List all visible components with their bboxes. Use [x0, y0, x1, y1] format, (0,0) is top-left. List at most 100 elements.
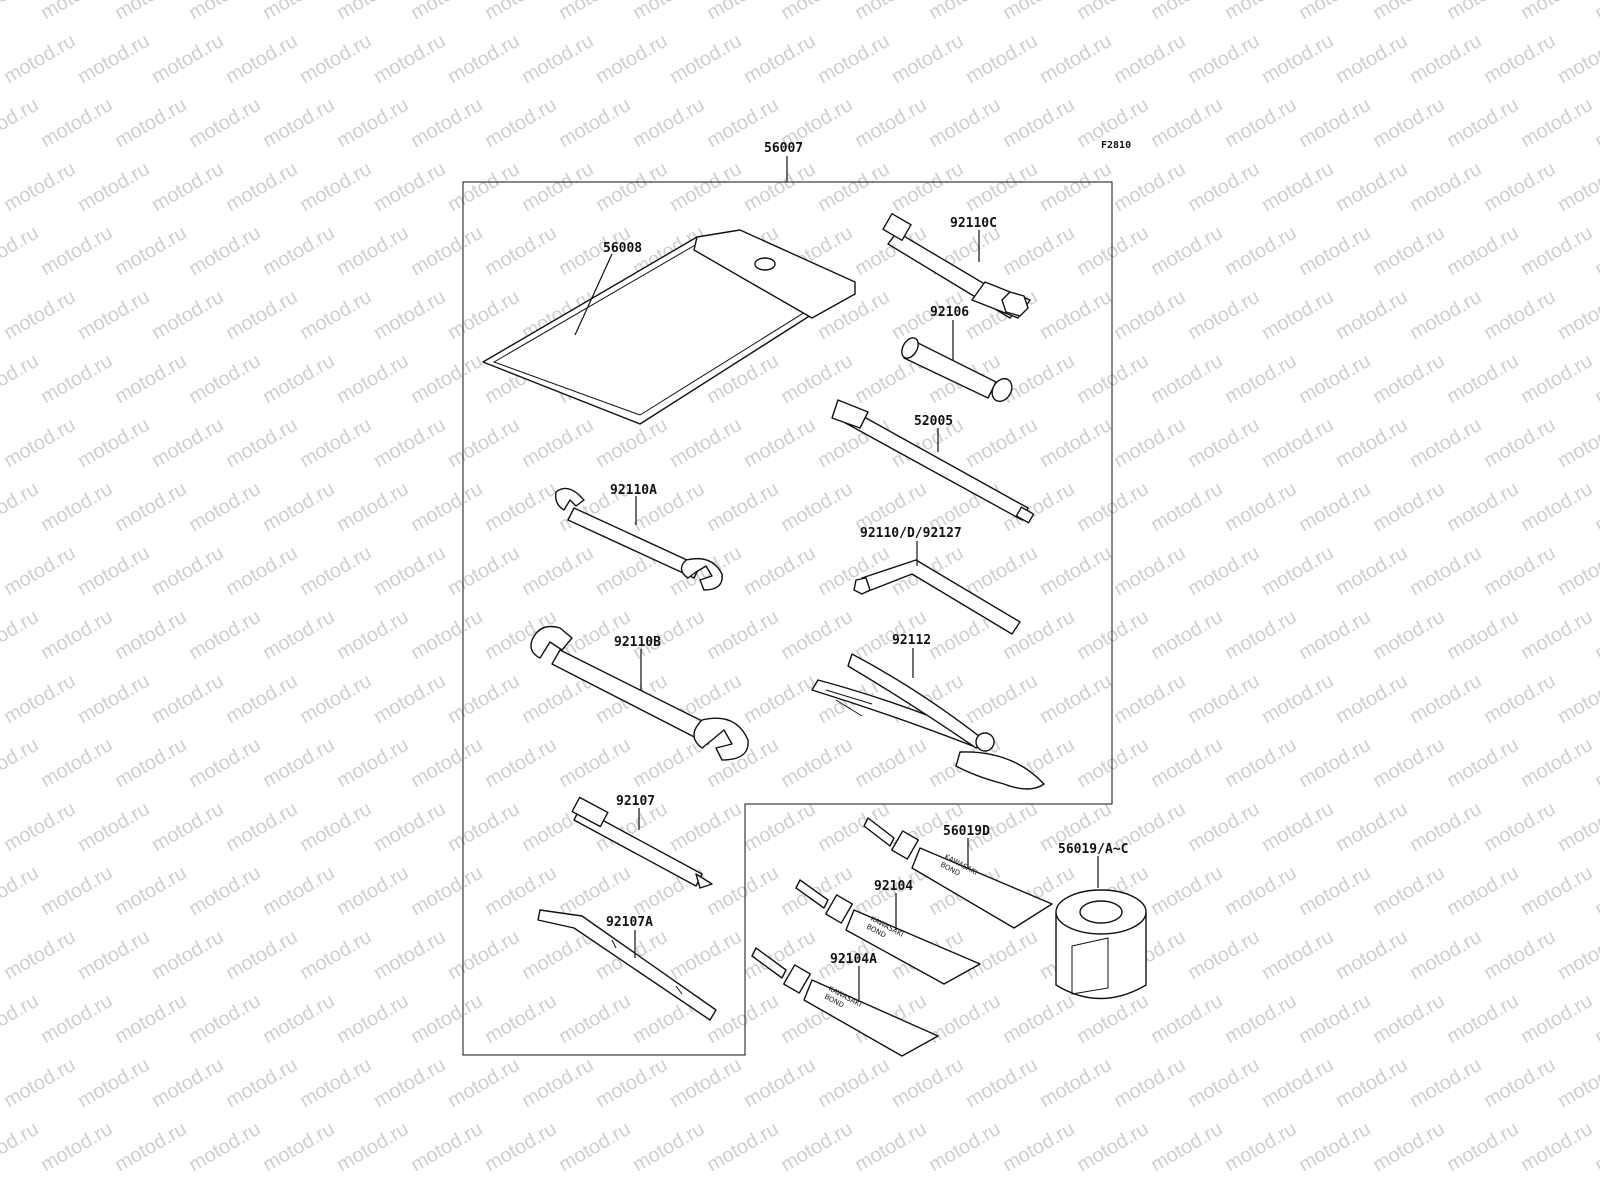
- watermark-text: motod.ru: [259, 350, 338, 409]
- watermark-text: motod.ru: [1369, 1118, 1448, 1177]
- watermark-text: motod.ru: [185, 734, 264, 793]
- watermark-text: motod.ru: [407, 1118, 486, 1177]
- watermark-text: motod.ru: [925, 990, 1004, 1049]
- watermark-text: motod.ru: [999, 222, 1078, 281]
- watermark-text: motod.ru: [37, 606, 116, 665]
- watermark-text: motod.ru: [1147, 1118, 1226, 1177]
- watermark-text: motod.ru: [407, 94, 486, 153]
- watermark-text: motod.ru: [888, 1054, 967, 1113]
- watermark-text: motod.ru: [185, 222, 264, 281]
- watermark-text: motod.ru: [1591, 0, 1600, 24]
- watermark-text: motod.ru: [777, 350, 856, 409]
- watermark-text: motod.ru: [1184, 542, 1263, 601]
- open-end-wrench-icon[interactable]: [554, 487, 723, 591]
- watermark-text: motod.ru: [999, 0, 1078, 24]
- watermark-text: motod.ru: [1147, 478, 1226, 537]
- watermark-text: motod.ru: [1295, 350, 1374, 409]
- pliers-icon[interactable]: [811, 653, 1045, 790]
- watermark-text: motod.ru: [1295, 734, 1374, 793]
- watermark-text: motod.ru: [1147, 606, 1226, 665]
- watermark-text: motod.ru: [222, 926, 301, 985]
- watermark-text: motod.ru: [0, 158, 79, 217]
- watermark-text: motod.ru: [185, 862, 264, 921]
- watermark-text: motod.ru: [1517, 0, 1596, 24]
- socket-adapter-icon[interactable]: [898, 335, 1015, 405]
- watermark-text: motod.ru: [1221, 222, 1300, 281]
- watermark-text: motod.ru: [444, 414, 523, 473]
- watermark-text: motod.ru: [185, 478, 264, 537]
- watermark-text: motod.ru: [1369, 990, 1448, 1049]
- watermark-text: motod.ru: [1480, 158, 1559, 217]
- watermark-text: motod.ru: [1517, 734, 1596, 793]
- tool-pouch-icon[interactable]: [482, 229, 856, 425]
- watermark-text: motod.ru: [703, 478, 782, 537]
- watermark-text: motod.ru: [1554, 798, 1600, 857]
- watermark-text: motod.ru: [1147, 350, 1226, 409]
- watermark-text: motod.ru: [666, 414, 745, 473]
- watermark-text: motod.ru: [1073, 222, 1152, 281]
- watermark-text: motod.ru: [1406, 1054, 1485, 1113]
- watermark-text: motod.ru: [111, 94, 190, 153]
- watermark-text: motod.ru: [1406, 798, 1485, 857]
- watermark-text: motod.ru: [296, 798, 375, 857]
- watermark-text: motod.ru: [0, 1054, 79, 1113]
- watermark-text: motod.ru: [555, 862, 634, 921]
- watermark-text: motod.ru: [592, 1054, 671, 1113]
- watermark-text: motod.ru: [999, 990, 1078, 1049]
- watermark-text: motod.ru: [1406, 286, 1485, 345]
- bond-tube-icon-56019d[interactable]: KAWASAKI BOND: [863, 817, 1053, 929]
- watermark-text: motod.ru: [407, 734, 486, 793]
- watermark-text: motod.ru: [1073, 990, 1152, 1049]
- extension-bar-icon[interactable]: [831, 399, 1035, 524]
- watermark-text: motod.ru: [1443, 606, 1522, 665]
- watermark-text: motod.ru: [962, 414, 1041, 473]
- watermark-text: motod.ru: [592, 30, 671, 89]
- watermark-text: motod.ru: [1221, 350, 1300, 409]
- watermark-text: motod.ru: [111, 222, 190, 281]
- watermark-text: motod.ru: [1184, 926, 1263, 985]
- spark-plug-wrench-icon[interactable]: [882, 213, 1031, 319]
- watermark-text: motod.ru: [481, 222, 560, 281]
- watermark-text: motod.ru: [1073, 0, 1152, 24]
- watermark-text: motod.ru: [185, 0, 264, 24]
- watermark-text: motod.ru: [1184, 414, 1263, 473]
- watermark-text: motod.ru: [1480, 542, 1559, 601]
- screwdriver-icon[interactable]: [537, 909, 717, 1021]
- watermark-text: motod.ru: [1221, 0, 1300, 24]
- watermark-text: motod.ru: [1443, 222, 1522, 281]
- watermark-text: motod.ru: [222, 1054, 301, 1113]
- watermark-text: motod.ru: [1036, 1054, 1115, 1113]
- hex-key-icon[interactable]: [853, 559, 1021, 635]
- watermark-text: motod.ru: [888, 158, 967, 217]
- watermark-text: motod.ru: [888, 30, 967, 89]
- watermark-text: motod.ru: [1332, 158, 1411, 217]
- watermark-text: motod.ru: [444, 542, 523, 601]
- watermark-text: motod.ru: [1554, 158, 1600, 217]
- watermark-text: motod.ru: [1480, 926, 1559, 985]
- watermark-text: motod.ru: [444, 798, 523, 857]
- watermark-text: motod.ru: [1480, 798, 1559, 857]
- watermark-text: motod.ru: [1184, 286, 1263, 345]
- watermark-text: motod.ru: [1110, 1054, 1189, 1113]
- watermark-text: motod.ru: [0, 350, 42, 409]
- watermark-text: motod.ru: [333, 734, 412, 793]
- watermark-text: motod.ru: [370, 286, 449, 345]
- tape-roll-icon[interactable]: [1055, 889, 1147, 1000]
- watermark-text: motod.ru: [1110, 670, 1189, 729]
- watermark-text: motod.ru: [740, 798, 819, 857]
- open-end-wrench-large-icon[interactable]: [530, 625, 749, 761]
- watermark-text: motod.ru: [1369, 222, 1448, 281]
- watermark-text: motod.ru: [111, 0, 190, 24]
- watermark-text: motod.ru: [74, 158, 153, 217]
- screwdriver-bit-icon[interactable]: [571, 796, 713, 889]
- watermark-text: motod.ru: [222, 286, 301, 345]
- watermark-text: motod.ru: [185, 990, 264, 1049]
- bond-tube-icon-92104[interactable]: KAWASAKI BOND: [795, 879, 981, 985]
- watermark-text: motod.ru: [1295, 0, 1374, 24]
- watermark-text: motod.ru: [592, 414, 671, 473]
- watermark-text: motod.ru: [0, 0, 42, 24]
- watermark-text: motod.ru: [1517, 1118, 1596, 1177]
- watermark-text: motod.ru: [851, 0, 930, 24]
- watermark-text: motod.ru: [814, 1054, 893, 1113]
